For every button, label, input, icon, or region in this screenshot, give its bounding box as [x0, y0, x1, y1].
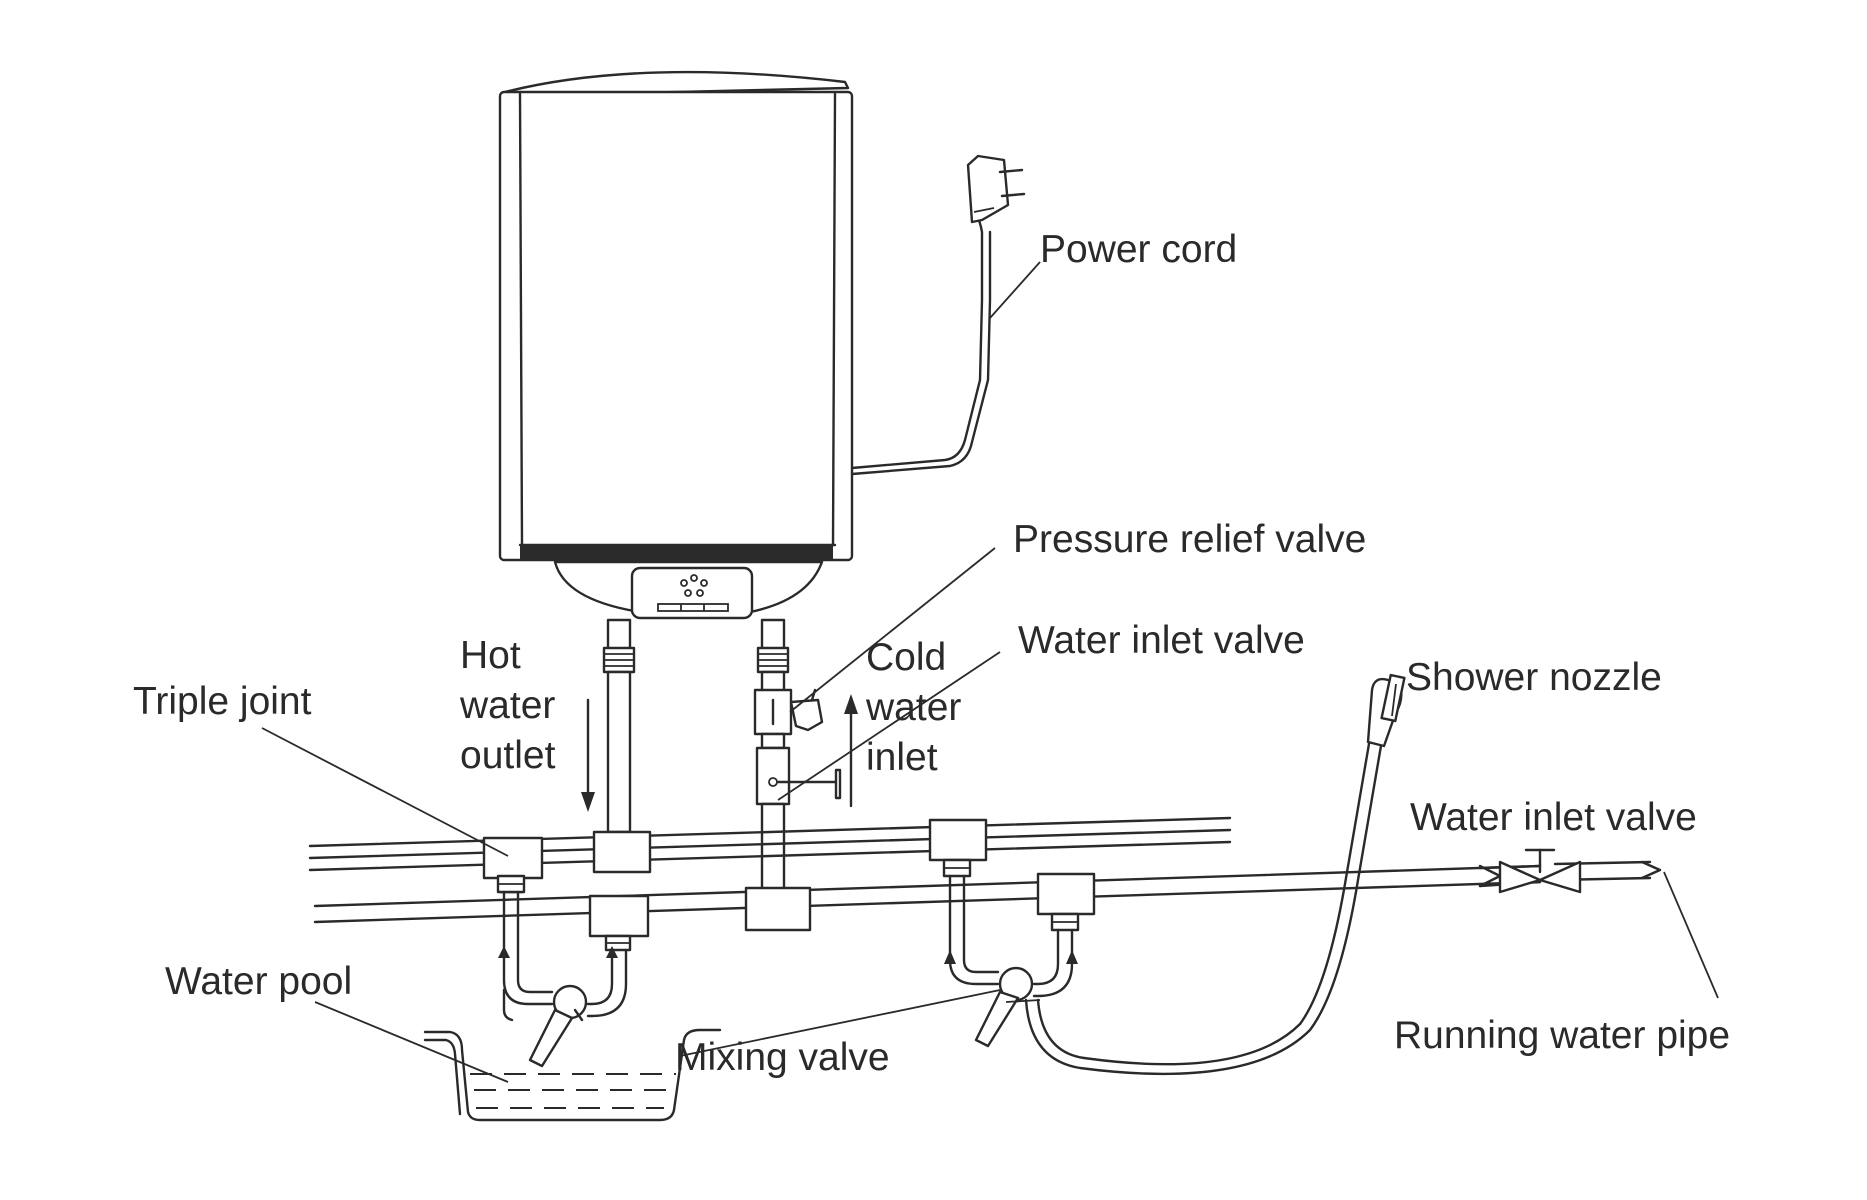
shower-hose — [1024, 736, 1384, 1076]
label-cold-water-inlet: Cold water inlet — [865, 636, 972, 779]
label-hot-water-outlet: Hot water outlet — [459, 634, 566, 777]
hot-water-outlet-pipe — [602, 618, 636, 834]
label-pressure-relief-valve: Pressure relief valve — [1013, 518, 1366, 561]
label-running-water-pipe: Running water pipe — [1394, 1014, 1730, 1057]
cold-inlet-tee — [744, 886, 812, 932]
cold-water-up-arrow-icon — [844, 694, 858, 808]
label-water-inlet-valve-heater: Water inlet valve — [1018, 619, 1305, 662]
pool-mixing-valve — [498, 890, 628, 1068]
leader-lines — [261, 261, 1719, 1083]
water-inlet-valve-supply-icon — [1498, 848, 1582, 894]
control-panel-dots-icon — [680, 574, 708, 597]
cold-tee-right — [1036, 872, 1096, 932]
label-triple-joint: Triple joint — [133, 680, 312, 723]
shower-nozzle-icon — [1366, 673, 1406, 748]
pressure-relief-valve-icon — [753, 688, 824, 736]
mixing-valve — [944, 874, 1078, 1048]
triple-joint — [482, 836, 544, 894]
label-water-pool: Water pool — [165, 960, 352, 1003]
hot-water-down-arrow-icon — [581, 698, 595, 812]
label-shower-nozzle: Shower nozzle — [1406, 656, 1662, 699]
plug-icon — [966, 154, 1026, 224]
water-heater-tank — [498, 70, 854, 620]
label-water-inlet-valve-supply: Water inlet valve — [1410, 796, 1697, 839]
water-inlet-valve-heater-icon — [755, 746, 842, 806]
hot-tee-right — [928, 818, 988, 878]
hot-outlet-tee — [592, 830, 652, 874]
label-mixing-valve: Mixing valve — [675, 1036, 890, 1079]
label-power-cord: Power cord — [1040, 228, 1237, 271]
cold-tee-left — [588, 894, 650, 952]
cold-water-inlet-pipe — [753, 618, 842, 892]
hot-water-line — [308, 816, 1232, 872]
water-pool-basin — [423, 1028, 722, 1122]
power-cord — [850, 154, 1026, 476]
